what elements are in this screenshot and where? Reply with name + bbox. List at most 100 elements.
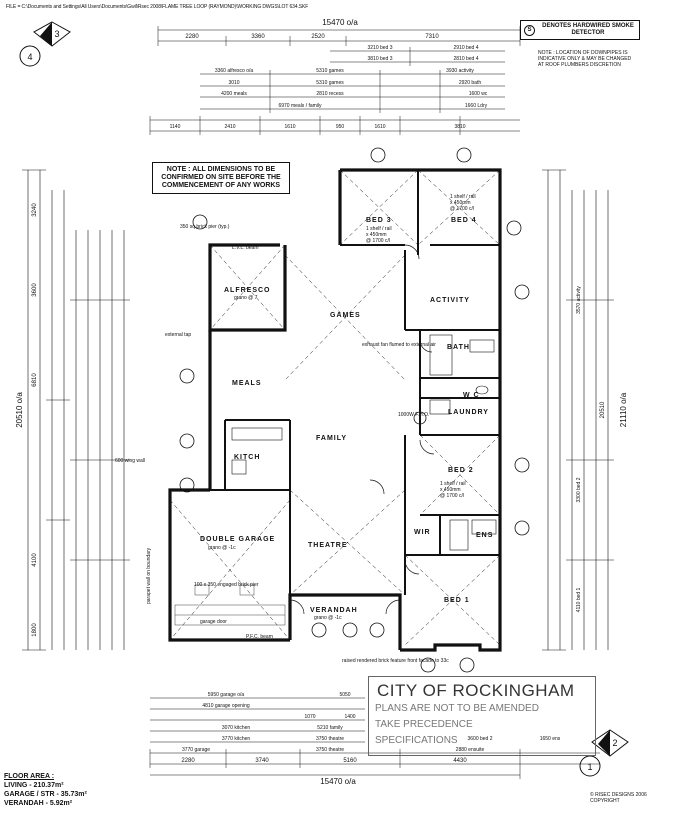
svg-text:2810 bed 4: 2810 bed 4 (453, 56, 478, 62)
floor-area-heading: FLOOR AREA : (4, 773, 55, 780)
bottom-dimension-lines (149, 697, 600, 779)
smoke-detector-legend: S DENOTES HARDWIRED SMOKE DETECTOR (520, 20, 640, 40)
svg-text:4200 meals: 4200 meals (221, 91, 247, 97)
svg-text:1400: 1400 (344, 714, 355, 720)
floor-area-garage: GARAGE / STR - 35.73m² (4, 791, 87, 798)
svg-text:3070 kitchen: 3070 kitchen (222, 725, 251, 731)
svg-text:3010: 3010 (228, 80, 239, 86)
floor-area-block: FLOOR AREA : LIVING - 210.37m² GARAGE / … (4, 772, 87, 808)
council-stamp: CITY OF ROCKINGHAM PLANS ARE NOT TO BE A… (368, 676, 596, 756)
lvl-beam-note: L.V.L. beam (232, 245, 259, 251)
svg-text:4430: 4430 (453, 758, 467, 764)
svg-text:3750 theatre: 3750 theatre (316, 747, 344, 753)
room-label-garage: DOUBLE GARAGE (200, 536, 275, 543)
room-label-meals: MEALS (232, 380, 262, 387)
smoke-legend-text: DENOTES HARDWIRED SMOKE DETECTOR (542, 23, 634, 36)
room-label-laundry: LAUNDRY (448, 409, 489, 416)
svg-text:20510 o/a: 20510 o/a (15, 392, 24, 428)
left-dimension-text: 20510 o/a 6810 4100 1800 3600 3240 (15, 203, 38, 637)
smoke-detector-icon: S (524, 25, 535, 36)
svg-text:1660 Ldry: 1660 Ldry (465, 103, 488, 109)
room-label-wir: WIR (414, 529, 431, 536)
pfc-beam-note: P.F.C. beam (246, 634, 273, 640)
room-label-games: GAMES (330, 312, 361, 319)
room-label-kitchen: KITCH (234, 454, 260, 461)
door-swings (289, 244, 435, 615)
svg-text:1: 1 (587, 762, 592, 772)
alfresco-note: grano @ 7 (234, 295, 258, 301)
svg-text:3360 alfresco o/a: 3360 alfresco o/a (215, 68, 254, 74)
svg-text:2880 ensuite: 2880 ensuite (456, 747, 485, 753)
svg-text:3770 kitchen: 3770 kitchen (222, 736, 251, 742)
room-label-wc: W C (463, 392, 480, 399)
svg-text:3300 bed 2: 3300 bed 2 (576, 477, 582, 502)
engaged-pier-note: 100 x 350 engaged brick pier (194, 582, 259, 588)
external-tap-note: external tap (165, 332, 191, 338)
svg-text:3570 activity: 3570 activity (576, 286, 582, 314)
bottom-overall-dim: 15470 o/a (320, 777, 356, 786)
svg-text:2280: 2280 (181, 758, 195, 764)
svg-text:950: 950 (336, 124, 345, 130)
room-label-bed2: BED 2 (448, 467, 474, 474)
svg-text:3750 theatre: 3750 theatre (316, 736, 344, 742)
room-label-bed3: BED 3 (366, 217, 392, 224)
svg-text:1800: 1800 (32, 623, 38, 637)
bottom-dimension-text: 5950 garage o/a 5050 4810 garage opening… (181, 692, 560, 786)
room-label-bed4: BED 4 (451, 217, 477, 224)
svg-text:5210 family: 5210 family (317, 725, 343, 731)
file-path: FILE = C:\Documents and Settings\All Use… (6, 4, 309, 10)
floor-area-verandah: VERANDAH - 5.92m² (4, 800, 73, 807)
svg-text:1650 ens: 1650 ens (540, 736, 561, 742)
svg-text:4: 4 (27, 52, 32, 62)
window-reference-markers (179, 147, 530, 673)
top-dimension-lines (149, 26, 521, 135)
svg-text:3740: 3740 (255, 758, 269, 764)
svg-text:5310 games: 5310 games (316, 80, 344, 86)
right-dimension-text: 21110 o/a 20510 4110 bed 1 3300 bed 2 35… (576, 286, 628, 613)
svg-text:7310: 7310 (425, 34, 439, 40)
svg-text:2410: 2410 (224, 124, 235, 130)
svg-text:2810 recess: 2810 recess (316, 91, 344, 97)
stamp-line-3: TAKE PRECEDENCE (375, 719, 473, 730)
wing-wall-note: 600 wing wall (115, 458, 145, 464)
svg-text:3240: 3240 (32, 203, 38, 217)
svg-text:2280: 2280 (185, 34, 199, 40)
svg-text:3770 garage: 3770 garage (182, 747, 210, 753)
room-label-activity: ACTIVITY (430, 297, 470, 304)
fixtures (231, 334, 497, 551)
raised-brick-note: raised rendered brick feature front faca… (342, 658, 449, 664)
brick-pier-note: 350 sq brick pier (typ.) (180, 224, 230, 230)
svg-text:5050: 5050 (339, 692, 350, 698)
svg-text:5160: 5160 (343, 758, 357, 764)
svg-text:3600: 3600 (32, 283, 38, 297)
garage-details (174, 584, 286, 626)
svg-text:3810 bed 3: 3810 bed 3 (367, 56, 392, 62)
room-label-alfresco: ALFRESCO (224, 287, 271, 294)
svg-text:3: 3 (54, 29, 59, 39)
sheet-ref-numbers: 3 4 2 1 (27, 29, 617, 772)
svg-text:3210 bed 3: 3210 bed 3 (367, 45, 392, 51)
downpipe-note: NOTE : LOCATION OF DOWNPIPES IS INDICATI… (538, 50, 632, 68)
room-label-bath: BATH (447, 344, 470, 351)
floor-area-living: LIVING - 210.37m² (4, 782, 64, 789)
garage-note: grano @ -1c (208, 545, 236, 551)
sheet-ref-symbols (19, 21, 629, 777)
svg-text:1070: 1070 (304, 714, 315, 720)
svg-text:2520: 2520 (311, 34, 325, 40)
svg-text:1600 wc: 1600 wc (469, 91, 488, 97)
room-label-ens: ENS (476, 532, 493, 539)
room-label-theatre: THEATRE (308, 542, 348, 549)
svg-text:1610: 1610 (374, 124, 385, 130)
top-dimension-text: 15470 o/a 2280 3360 2520 7310 3210 bed 3… (170, 18, 488, 130)
room-label-bed1: BED 1 (444, 597, 470, 604)
right-dimension-lines (542, 169, 614, 651)
copyright-note: © RISEC DESIGNS 2006 COPYRIGHT (590, 792, 647, 804)
stamp-line-2: PLANS ARE NOT TO BE AMENDED (375, 703, 539, 714)
svg-text:3360: 3360 (251, 34, 265, 40)
svg-text:1140: 1140 (170, 124, 181, 130)
exterior-walls (168, 168, 502, 652)
site-note: NOTE : ALL DIMENSIONS TO BE CONFIRMED ON… (152, 162, 290, 194)
